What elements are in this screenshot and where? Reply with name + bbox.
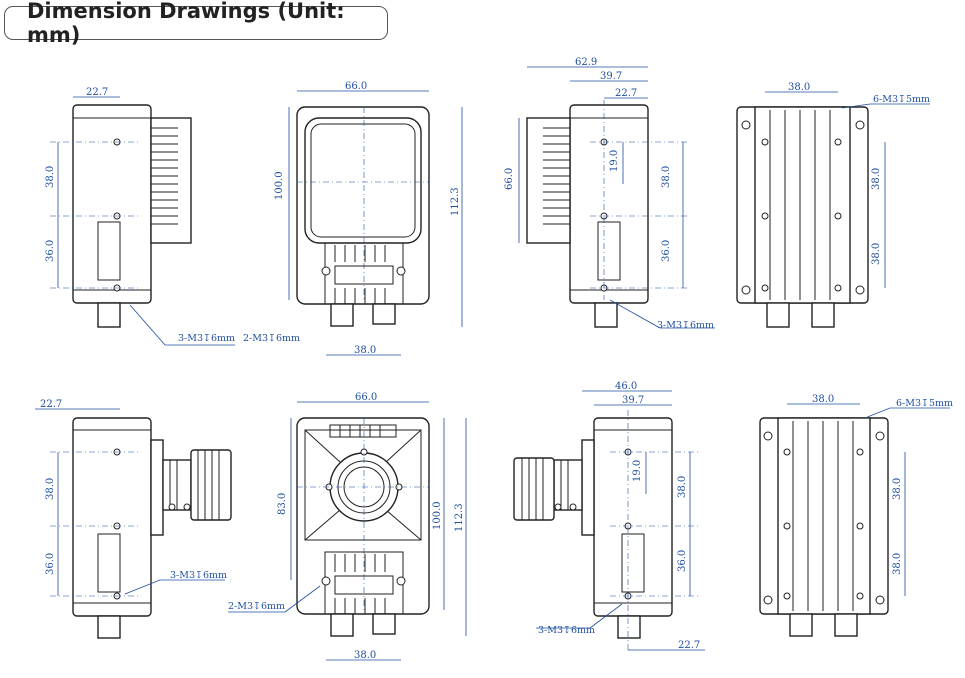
dim-label: 62.9 (575, 57, 597, 68)
dim-label: 46.0 (615, 381, 637, 392)
dim-label: 38.0 (892, 478, 903, 500)
dim-label: 38.0 (812, 394, 834, 405)
hole-note: 3-M3↧6mm (178, 333, 235, 344)
dim-label: 112.3 (454, 503, 465, 532)
dim-label: 66.0 (345, 81, 367, 92)
dim-label: 38.0 (354, 650, 376, 661)
hole-note: 6-M3↧5mm (896, 398, 953, 409)
dim-label: 22.7 (40, 399, 62, 410)
view-top-right-side: 62.9 39.7 22.7 66.0 19.0 38.0 36.0 3-M3↧… (504, 57, 715, 331)
front-fins (334, 245, 386, 304)
hole-note: 2-M3↧6mm (243, 333, 300, 344)
hole-note: 2-M3↧6mm (228, 601, 285, 612)
lens-assembly (162, 449, 232, 521)
dim-label: 38.0 (45, 478, 56, 500)
dim-label: 38.0 (677, 476, 688, 498)
dim-label: 38.0 (871, 168, 882, 190)
lens-assembly (513, 457, 583, 521)
dim-label: 22.7 (86, 87, 108, 98)
dim-label: 38.0 (892, 553, 903, 575)
heatsink-fins (151, 127, 178, 225)
dim-label: 83.0 (277, 493, 288, 515)
dim-label: 19.0 (609, 150, 620, 172)
dim-label: 66.0 (504, 168, 515, 190)
dim-label: 22.7 (615, 88, 637, 99)
view-bottom-back: 38.0 38.0 38.0 6-M3↧5mm (759, 394, 953, 637)
heatsink-fins (543, 127, 570, 225)
view-top-front: 66.0 100.0 112.3 38.0 (274, 81, 463, 356)
dim-label: 36.0 (661, 240, 672, 262)
hole-note: 3-M3↧6mm (170, 570, 227, 581)
view-bottom-left-side: 22.7 38.0 36.0 3-M3↧6mm (35, 399, 232, 639)
dim-label: 19.0 (632, 460, 643, 482)
dim-label: 38.0 (45, 166, 56, 188)
hole-note: 6-M3↧5mm (873, 94, 930, 105)
dim-label: 36.0 (45, 553, 56, 575)
dim-label: 38.0 (661, 166, 672, 188)
dim-label: 38.0 (788, 82, 810, 93)
dim-label: 22.7 (678, 640, 700, 651)
dim-label: 66.0 (355, 392, 377, 403)
dim-label: 38.0 (354, 345, 376, 356)
view-top-back: 38.0 38.0 38.0 6-M3↧5mm (736, 82, 930, 328)
dim-label: 36.0 (677, 550, 688, 572)
dim-label: 112.3 (450, 187, 461, 216)
hole-note: 3-M3↧6mm (657, 320, 714, 331)
dim-label: 38.0 (871, 243, 882, 265)
hole-note: 3-M3↧6mm (538, 625, 595, 636)
dim-label: 39.7 (622, 395, 644, 406)
dim-label: 39.7 (600, 71, 622, 82)
dim-label: 100.0 (274, 171, 285, 200)
view-bottom-front: 66.0 83.0 100.0 112.3 38.0 2-M3↧6mm (228, 392, 467, 661)
view-bottom-right-side: 46.0 39.7 19.0 38.0 36.0 22.7 3-M3↧6mm (513, 381, 705, 651)
view-top-left-side: 22.7 38.0 36.0 3-M3↧6mm 2-M3↧6mm (45, 87, 300, 346)
page-title: Dimension Drawings (Unit: mm) (4, 0, 388, 47)
dim-label: 36.0 (45, 240, 56, 262)
dim-label: 100.0 (432, 501, 443, 530)
